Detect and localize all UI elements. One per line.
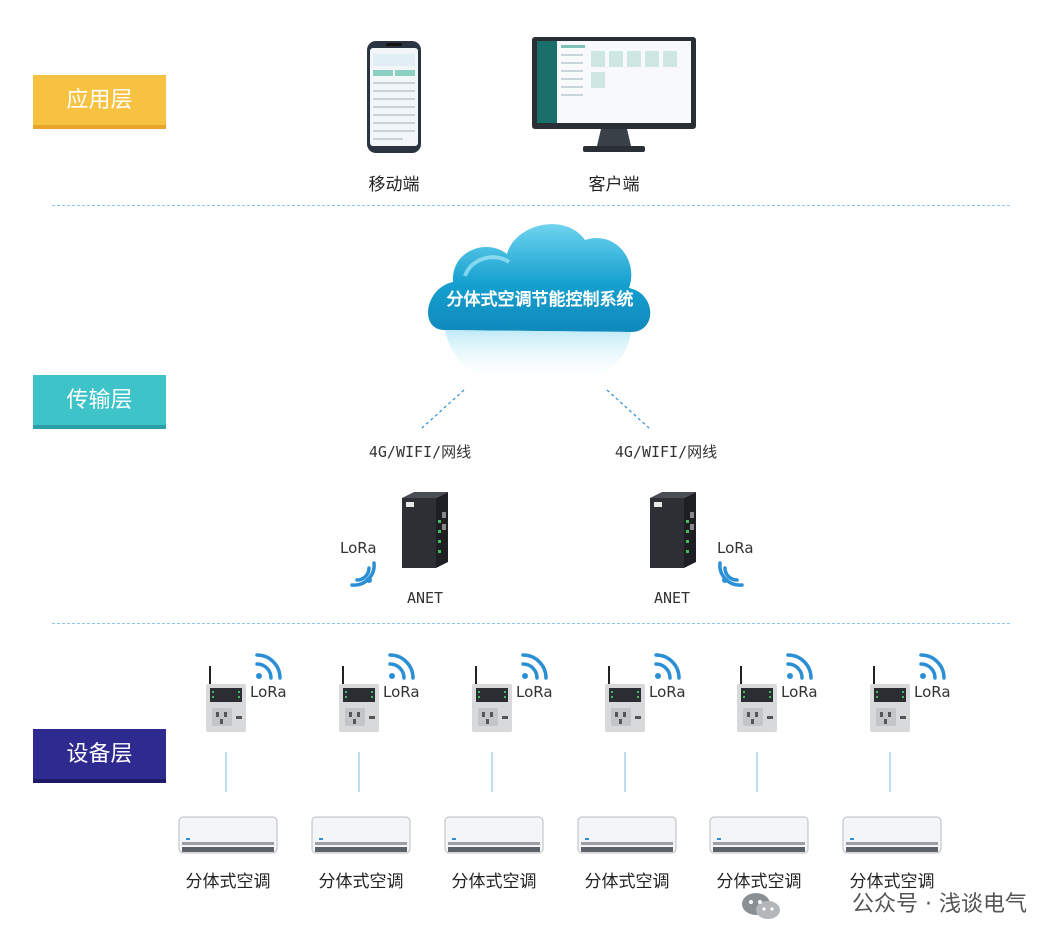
ac-label: 分体式空调 [849,872,935,892]
socket-controller-icon [206,666,246,732]
wifi-signal-icon [388,653,415,680]
gateway-left-name: ANET [406,589,444,607]
device-lora-label: LoRa [516,683,553,701]
connector-line [358,752,360,792]
wifi-signal-icon-left [350,561,376,587]
gateway-left-lora-label: LoRa [340,539,377,557]
device-lora-label: LoRa [383,683,420,701]
divider-device [52,623,1010,624]
gateway-right-name: ANET [653,589,691,607]
socket-controller-icon [339,666,379,732]
socket-controller-icon [737,666,777,732]
device-lora-label: LoRa [250,683,287,701]
cloud-icon [428,224,651,385]
device-layer-label: 设备层 [33,729,166,783]
connector-line [624,752,626,792]
socket-controller-icon [605,666,645,732]
socket-controller-icon [870,666,910,732]
wechat-icon [742,893,780,919]
ac-label: 分体式空调 [185,872,271,892]
air-conditioner-icon [311,816,411,854]
device-lora-label: LoRa [914,683,951,701]
gateway-icon-left [402,492,448,568]
transport-layer-label: 传输层 [33,375,166,429]
air-conditioner-icon [709,816,809,854]
link-right-label: 4G/WIFI/网线 [614,443,718,461]
air-conditioner-icon [577,816,677,854]
gateway-right-lora-label: LoRa [717,539,754,557]
air-conditioner-icon [444,816,544,854]
ac-label: 分体式空调 [716,872,802,892]
cloud-title: 分体式空调节能控制系统 [446,290,634,310]
connector-line [756,752,758,792]
link-right-line [606,389,650,429]
wifi-signal-icon [521,653,548,680]
wifi-signal-icon-right [718,561,744,587]
ac-label: 分体式空调 [584,872,670,892]
wifi-signal-icon [786,653,813,680]
connector-line [491,752,493,792]
connector-line [889,752,891,792]
gateway-icon-right [650,492,696,568]
wifi-signal-icon [919,653,946,680]
wifi-signal-icon [654,653,681,680]
ac-label: 分体式空调 [451,872,537,892]
mobile-label: 移动端 [368,175,420,195]
device-lora-label: LoRa [781,683,818,701]
device-lora-label: LoRa [649,683,686,701]
wifi-signal-icon [255,653,282,680]
application-layer-label: 应用层 [33,75,166,129]
connector-line [225,752,227,792]
smartphone-icon [367,41,421,153]
air-conditioner-icon [842,816,942,854]
monitor-icon [532,37,696,152]
divider-application [52,205,1010,206]
air-conditioner-icon [178,816,278,854]
client-label: 客户端 [588,175,640,195]
socket-controller-icon [472,666,512,732]
link-left-line [421,389,465,429]
ac-label: 分体式空调 [318,872,404,892]
link-left-label: 4G/WIFI/网线 [368,443,472,461]
watermark-text: 公众号 · 浅谈电气 [852,892,1027,917]
